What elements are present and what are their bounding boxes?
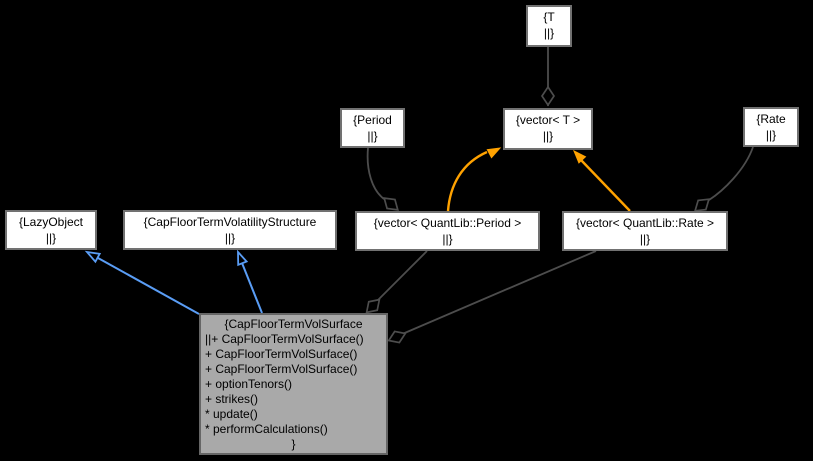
node-period-name: {Period [353,113,392,127]
edge-template-vector-period-to-vector-t [446,150,488,212]
node-rate-name: {Rate [756,112,786,126]
open-diamond-icon [387,330,407,344]
solid-arrow-icon [573,149,587,164]
edge-inherits-lazyobject [97,257,200,315]
node-vector-t-fields: ||} [542,129,554,143]
node-capfloortermvolsurface: {CapFloorTermVolSurface ||+ CapFloorTerm… [199,313,388,455]
member-optiontenors: + optionTenors() [205,377,293,391]
node-t[interactable]: {T ||} [526,5,572,47]
node-capfloortermvolatilitystructure[interactable]: {CapFloorTermVolatilityStructure ||} [123,210,337,250]
node-vector-quantlib-period-name: {vector< QuantLib::Period > [373,216,522,230]
edge-template-vector-rate-to-vector-t [580,159,631,212]
node-t-fields: ||} [543,26,555,40]
member-update: * update() [205,407,258,421]
open-diamond-icon [693,198,711,212]
open-triangle-arrow-icon [84,250,102,264]
edge-vector-rate-in-surface [392,250,597,339]
edge-inherits-capfloortermvolatilitystructure [241,262,263,314]
node-period-fields: ||} [367,129,378,143]
edge-period-in-vector-period [366,147,385,200]
node-period[interactable]: {Period ||} [340,108,405,148]
node-capfloortermvolatilitystructure-name: {CapFloorTermVolatilityStructure [143,215,317,229]
node-vector-quantlib-rate-name: {vector< QuantLib::Rate > [575,216,715,230]
node-capfloortermvolsurface-close: } [291,437,296,451]
member-strikes: + strikes() [205,392,259,406]
node-capfloortermvolatilitystructure-fields: ||} [224,231,236,245]
node-t-name: {T [543,10,555,24]
open-diamond-icon [383,197,399,211]
member-constructor-2: + CapFloorTermVolSurface() [205,347,358,361]
member-constructor-3: + CapFloorTermVolSurface() [205,362,358,376]
node-vector-t-name: {vector< T > [515,113,581,127]
node-vector-quantlib-period-fields: ||} [442,232,453,246]
node-lazyobject-name: {LazyObject [18,215,84,229]
open-diamond-icon [365,298,381,314]
node-lazyobject[interactable]: {LazyObject ||} [5,210,97,250]
edge-vector-period-in-surface [369,250,428,309]
node-lazyobject-fields: ||} [45,231,57,245]
edge-rate-in-vector-rate [708,146,754,201]
node-capfloortermvolsurface-name: {CapFloorTermVolSurface [224,317,363,331]
solid-arrow-icon [486,147,502,159]
open-triangle-arrow-icon [237,249,249,267]
node-rate-fields: ||} [765,128,777,142]
node-vector-t[interactable]: {vector< T > ||} [503,108,593,150]
node-vector-quantlib-period[interactable]: {vector< QuantLib::Period > ||} [355,211,540,251]
member-constructor-1: ||+ CapFloorTermVolSurface() [205,332,364,346]
node-rate[interactable]: {Rate ||} [743,107,799,147]
node-vector-quantlib-rate[interactable]: {vector< QuantLib::Rate > ||} [562,211,728,251]
open-diamond-icon [540,85,556,107]
member-performcalculations: * performCalculations() [205,422,328,436]
node-vector-quantlib-rate-fields: ||} [639,232,651,246]
